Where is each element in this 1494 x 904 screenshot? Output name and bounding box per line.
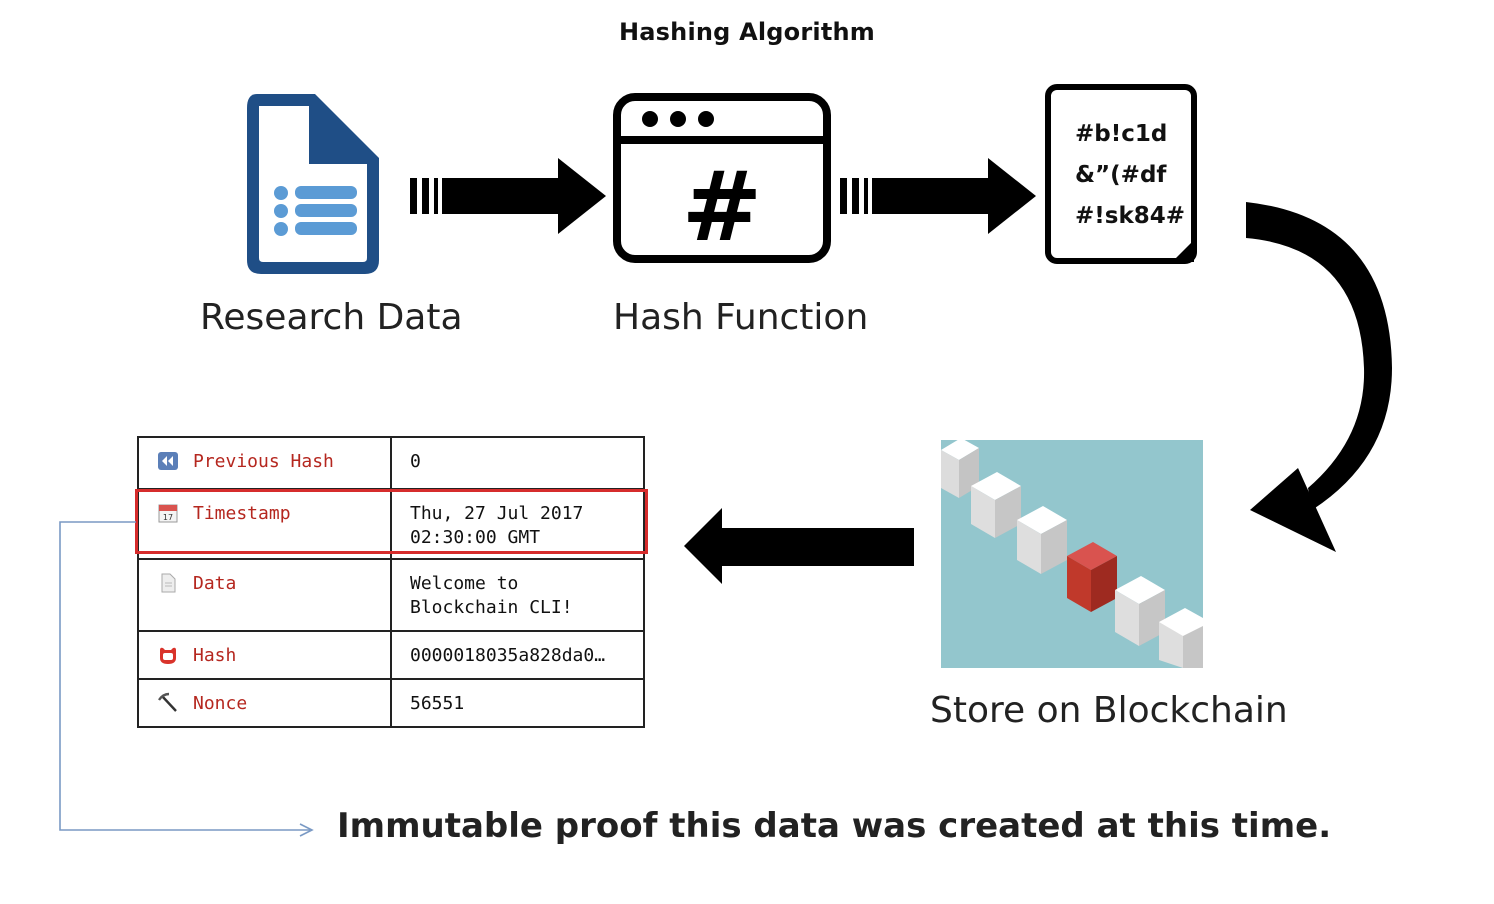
svg-text:17: 17 bbox=[163, 513, 173, 522]
value-line: Thu, 27 Jul 2017 bbox=[410, 503, 584, 524]
pickaxe-icon bbox=[158, 692, 177, 712]
diagram-title: Hashing Algorithm bbox=[619, 18, 875, 46]
blockchain-image bbox=[941, 440, 1203, 668]
research-data-label: Research Data bbox=[200, 297, 463, 338]
timestamp-highlight bbox=[135, 489, 648, 554]
row-value: 0 bbox=[410, 451, 421, 472]
proof-caption: Immutable proof this data was created at… bbox=[337, 806, 1332, 846]
right-arrow-icon bbox=[410, 158, 606, 234]
row-key: Timestamp bbox=[193, 503, 291, 524]
page-fold-icon bbox=[1172, 240, 1194, 262]
row-key: Nonce bbox=[193, 693, 248, 714]
hash-function-icon: # bbox=[613, 93, 831, 263]
row-value: 0000018035a828da0… bbox=[410, 645, 606, 666]
table-row: Hash 0000018035a828da0… bbox=[137, 630, 645, 680]
document-icon bbox=[161, 573, 176, 593]
value-line: Welcome to bbox=[410, 573, 519, 594]
connector-arrow bbox=[59, 521, 314, 837]
chain-cubes bbox=[941, 440, 1203, 668]
hash-function-label: Hash Function bbox=[613, 297, 869, 338]
hash-output-line: #!sk84# bbox=[1075, 203, 1186, 229]
hash-output-line: #b!c1d bbox=[1075, 121, 1168, 147]
table-row: Previous Hash 0 bbox=[137, 436, 645, 490]
row-key: Hash bbox=[193, 645, 237, 666]
value-line: 02:30:00 GMT bbox=[410, 527, 541, 548]
calendar-icon: 17 bbox=[158, 504, 178, 523]
block-table: Previous Hash 0 17 Timestamp Thu, 27 Jul… bbox=[137, 436, 645, 728]
hash-output-document: #b!c1d &”(#df #!sk84# bbox=[1045, 84, 1197, 264]
store-on-blockchain-label: Store on Blockchain bbox=[930, 690, 1288, 731]
hash-symbol: # bbox=[682, 151, 762, 263]
row-value: 56551 bbox=[410, 693, 465, 714]
row-key: Data bbox=[193, 573, 237, 594]
table-row: Nonce 56551 bbox=[137, 678, 645, 728]
hash-output-text: #b!c1d &”(#df #!sk84# bbox=[1075, 114, 1185, 237]
hash-output-line: &”(#df bbox=[1075, 162, 1167, 188]
table-row: Data Welcome to Blockchain CLI! bbox=[137, 558, 645, 632]
right-arrow-icon bbox=[840, 158, 1036, 234]
row-value: Thu, 27 Jul 2017 02:30:00 GMT bbox=[392, 490, 643, 550]
hash-badge-icon bbox=[160, 647, 176, 664]
value-line: Blockchain CLI! bbox=[410, 597, 573, 618]
rewind-icon bbox=[158, 452, 178, 470]
document-icon bbox=[247, 94, 379, 274]
curved-arrow-icon bbox=[1246, 202, 1392, 552]
row-value: Welcome to Blockchain CLI! bbox=[392, 560, 643, 620]
table-row: 17 Timestamp Thu, 27 Jul 2017 02:30:00 G… bbox=[137, 488, 645, 560]
left-arrow-icon bbox=[684, 508, 914, 584]
row-key: Previous Hash bbox=[193, 451, 334, 472]
